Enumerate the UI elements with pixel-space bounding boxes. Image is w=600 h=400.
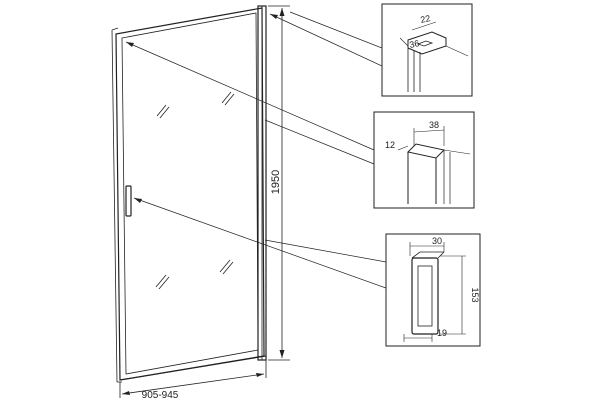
width-label: 905-945: [142, 390, 179, 400]
detail-top-profile: 22 36: [381, 3, 473, 97]
detail-handle-frame: [385, 233, 481, 347]
glass-reflections: [155, 91, 235, 290]
handle-dim-depth: 19: [437, 328, 447, 338]
bottom-sill: [119, 355, 267, 381]
height-label: 1950: [270, 170, 282, 194]
side-dim-a: 12: [385, 140, 395, 150]
detail-side-frame: [373, 111, 475, 209]
handle-dim-width: 30: [432, 236, 442, 246]
width-dimension: 905-945: [119, 360, 267, 400]
detail-top-frame: [381, 3, 473, 97]
detail-side-profile: 38 12: [373, 111, 475, 209]
leader-lines: [125, 11, 387, 289]
door-assembly: [111, 5, 267, 383]
left-profile-line: [111, 29, 118, 383]
side-dim-b: 38: [429, 120, 439, 130]
height-dimension: 1950: [268, 5, 290, 361]
left-profile-top: [111, 27, 119, 31]
door-glass-panel: [121, 12, 259, 375]
top-dim-a: 22: [419, 13, 431, 25]
handle-inner: [417, 265, 433, 327]
handle-outer: [411, 257, 439, 335]
detail-handle: 30 153 19: [385, 233, 481, 347]
top-dim-b: 36: [408, 38, 420, 50]
door-outer-frame: [115, 7, 265, 381]
door-handle: [125, 185, 132, 217]
handle-dim-height: 153: [470, 287, 480, 302]
